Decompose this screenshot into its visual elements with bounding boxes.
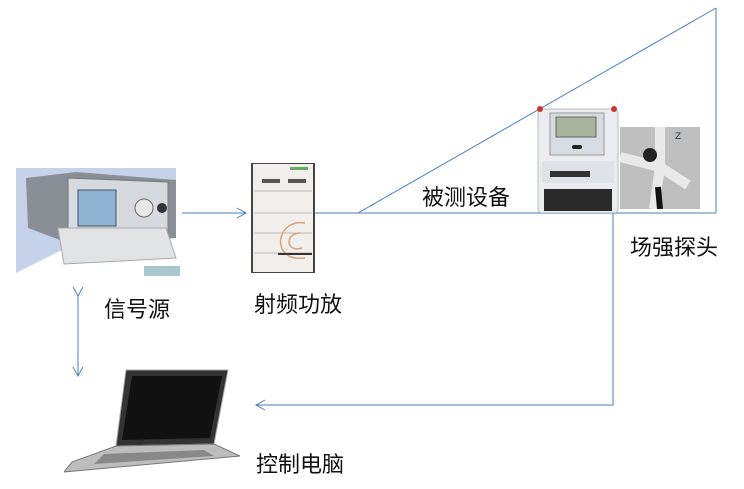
label-device-under-test: 被测设备 [422,186,511,211]
rf-amplifier-image [251,163,315,273]
signal-generator-image [16,168,182,278]
label-signal-source: 信号源 [104,298,171,323]
field-diagonal-line [357,7,717,214]
dut-meter-image [537,106,619,213]
arrow-probe-to-pc [254,213,614,411]
label-control-pc: 控制电脑 [256,453,345,478]
control-pc-laptop-image [64,369,240,473]
svg-text:Z: Z [675,132,681,142]
field-probe-image: Z [620,127,700,209]
label-field-probe: 场强探头 [630,236,719,261]
label-rf-amplifier: 射频功放 [254,293,343,318]
